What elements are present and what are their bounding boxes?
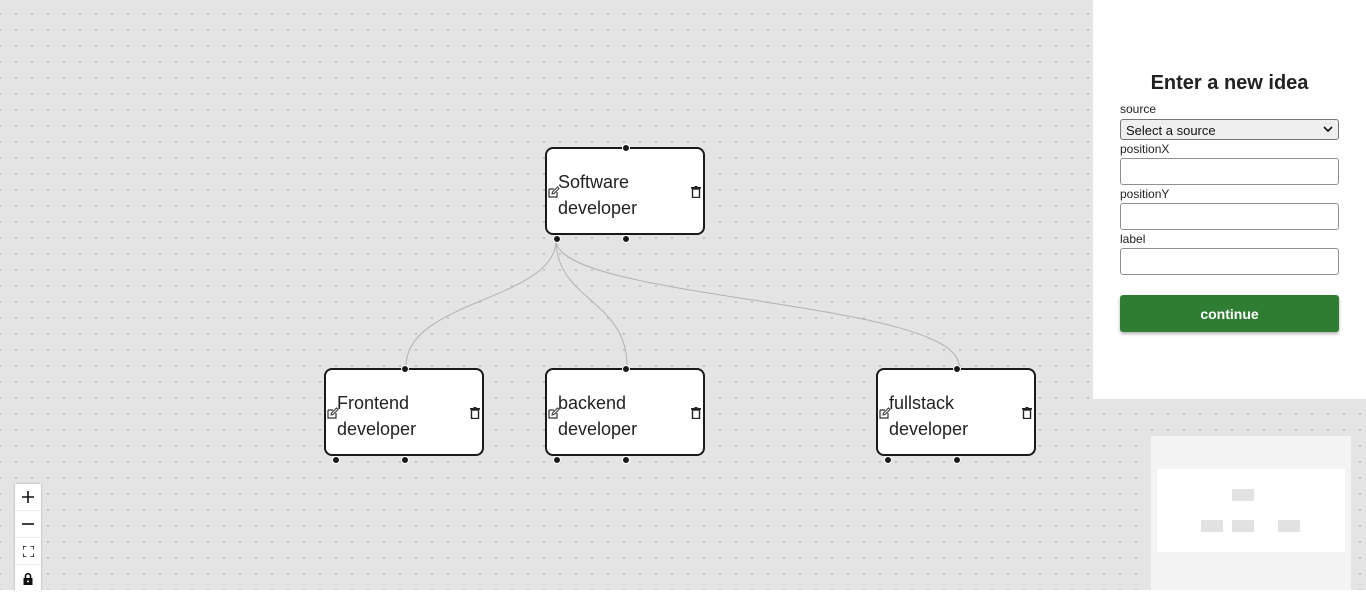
target-handle[interactable] [622,365,630,373]
edge-software-frontend [405,239,557,367]
positionY-label: positionY [1120,187,1170,201]
chevron-down-icon [1323,126,1333,133]
minus-icon [22,523,34,525]
source-handle[interactable] [622,456,630,464]
target-handle[interactable] [401,365,409,373]
trash-icon[interactable] [470,407,480,419]
node-label: fullstack developer [889,393,969,439]
form-title: Enter a new idea [1150,72,1309,94]
source-handle[interactable] [553,235,561,243]
edge-software-backend [555,239,628,367]
edit-icon[interactable] [548,407,560,419]
source-handle[interactable] [953,456,961,464]
source-handle[interactable] [332,456,340,464]
edit-icon[interactable] [327,407,339,419]
minimap-node [1278,520,1300,532]
trash-icon[interactable] [691,186,701,198]
lock-icon [23,572,33,585]
edit-icon[interactable] [548,186,560,198]
edit-icon[interactable] [879,407,891,419]
node-backend-developer[interactable]: backend developer [545,365,705,464]
zoom-out-button[interactable] [15,511,41,538]
source-handle[interactable] [884,456,892,464]
plus-icon [22,491,34,503]
source-select[interactable]: Select a source [1120,119,1339,140]
lock-button[interactable] [15,565,41,592]
minimap-viewport [1157,469,1345,552]
minimap-node [1232,489,1254,501]
source-handle[interactable] [622,235,630,243]
flow-controls [15,484,41,592]
node-label: Software developer [558,172,638,218]
new-idea-panel: Enter a new idea source Select a source … [1093,0,1366,399]
continue-button[interactable]: continue [1120,295,1339,332]
source-handle[interactable] [553,456,561,464]
target-handle[interactable] [953,365,961,373]
source-handle[interactable] [401,456,409,464]
source-select-value: Select a source [1126,123,1216,138]
target-handle[interactable] [622,144,630,152]
label-input[interactable] [1120,248,1339,275]
node-frontend-developer[interactable]: Frontend developer [324,365,484,464]
positionY-input[interactable] [1120,203,1339,230]
fit-view-button[interactable] [15,538,41,565]
minimap-node [1232,520,1254,532]
node-label: backend developer [558,393,638,439]
source-label: source [1120,102,1157,116]
positionX-input[interactable] [1120,158,1339,185]
minimap[interactable] [1151,436,1351,590]
positionX-label: positionX [1120,142,1170,156]
node-fullstack-developer[interactable]: fullstack developer [876,365,1036,464]
trash-icon[interactable] [1022,407,1032,419]
label-label: label [1120,232,1146,246]
edge-software-fullstack [555,239,960,367]
fit-view-icon [22,545,34,557]
zoom-in-button[interactable] [15,484,41,511]
trash-icon[interactable] [691,407,701,419]
node-label: Frontend developer [337,393,417,439]
minimap-node [1201,520,1223,532]
node-software-developer[interactable]: Software developer [545,144,705,243]
